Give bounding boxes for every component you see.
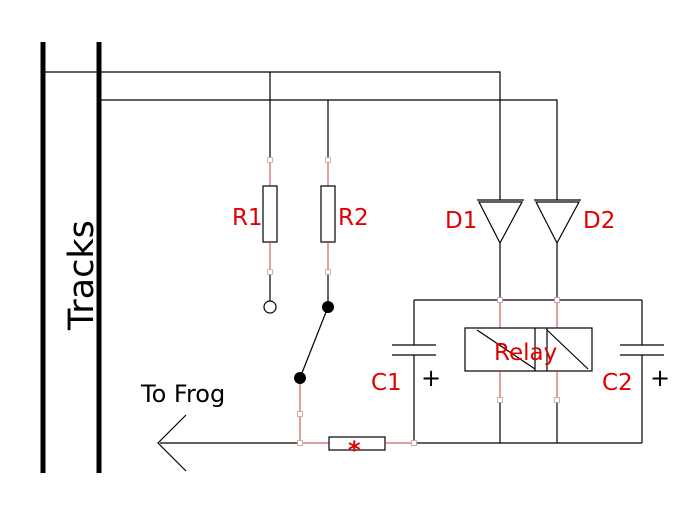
label-d1: D1: [445, 208, 477, 234]
relay-coil-box: [464, 327, 593, 372]
node: [297, 440, 303, 446]
c1-plus: +: [421, 364, 441, 392]
diode-d1: [478, 201, 524, 245]
label-relay: Relay: [494, 340, 557, 366]
switch-pivot: [294, 372, 306, 384]
label-c1: C1: [371, 370, 402, 396]
node: [411, 440, 417, 446]
node: [267, 157, 273, 163]
switch-contact-open: [263, 300, 277, 314]
tracks-label: Tracks: [62, 220, 102, 331]
node: [267, 269, 273, 275]
node: [497, 297, 503, 303]
relay-winding-right: [546, 329, 589, 370]
label-d2: D2: [583, 208, 615, 234]
diode-d2: [535, 201, 581, 245]
node: [325, 269, 331, 275]
node: [297, 411, 303, 417]
frog-label: To Frog: [140, 380, 225, 408]
resistor-r1: [262, 185, 278, 243]
node: [554, 397, 560, 403]
frog-arrow-icon: [157, 414, 187, 472]
node: [497, 397, 503, 403]
label-r1: R1: [232, 205, 263, 231]
label-c2: C2: [602, 370, 633, 396]
starred-resistor-marker: *: [348, 436, 361, 464]
label-r2: R2: [338, 205, 369, 231]
node: [325, 157, 331, 163]
relay-winding-left: [476, 329, 536, 370]
node: [554, 297, 560, 303]
c2-plus: +: [650, 364, 670, 392]
resistor-r2: [320, 185, 336, 243]
switch-lever: [299, 306, 329, 379]
connection-nodes: [267, 157, 560, 446]
wire-second-rail: [99, 99, 558, 200]
wire-top-rail: [43, 71, 501, 200]
